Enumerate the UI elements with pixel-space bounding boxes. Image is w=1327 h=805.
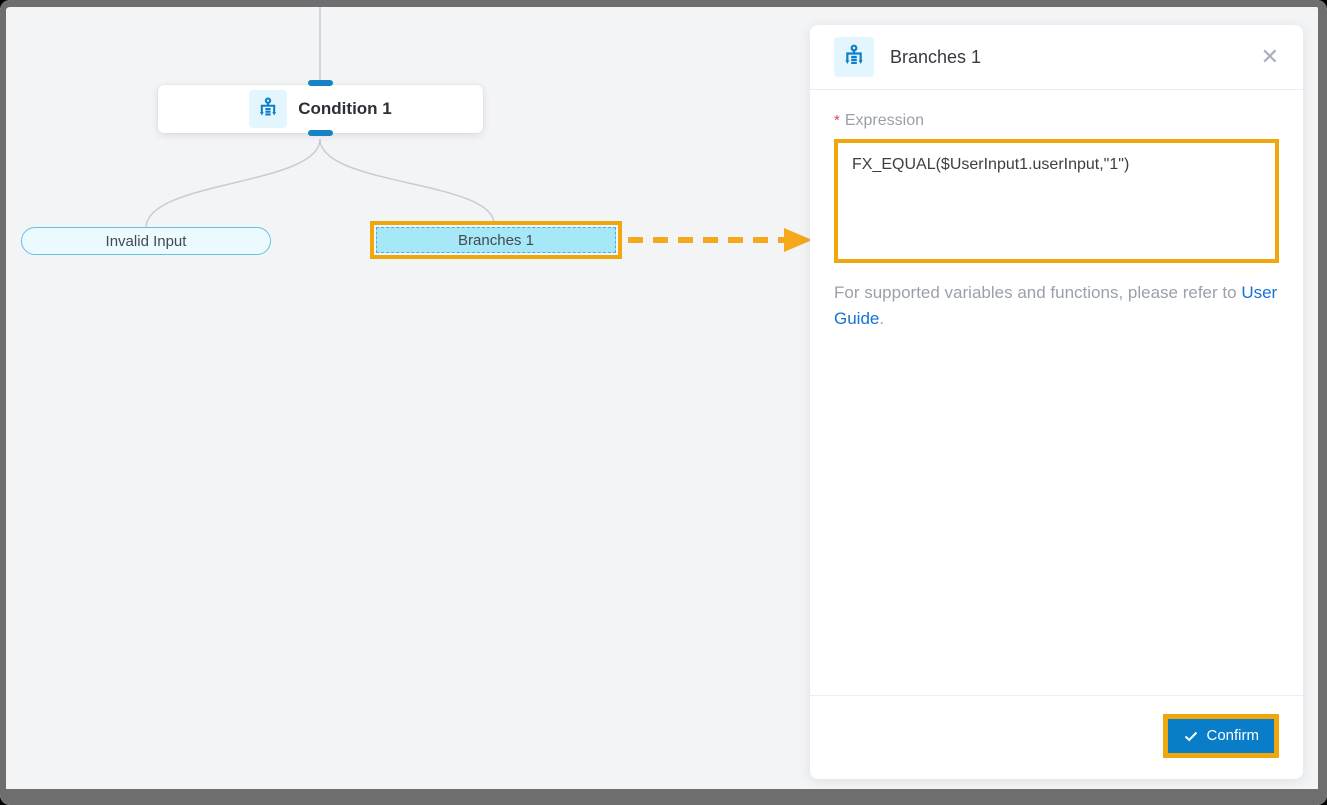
- confirm-highlight: Confirm: [1163, 714, 1279, 758]
- branch-node-invalid-input[interactable]: Invalid Input: [21, 227, 271, 255]
- branch-selected-label: Branches 1: [458, 231, 534, 249]
- expression-field-label: *Expression: [834, 112, 924, 129]
- condition-icon: [249, 90, 288, 128]
- confirm-button[interactable]: Confirm: [1168, 719, 1274, 753]
- condition-node[interactable]: Condition 1: [158, 85, 483, 133]
- branch-node-branches-1[interactable]: Branches 1: [376, 227, 616, 253]
- expression-help-text: For supported variables and functions, p…: [834, 283, 1278, 329]
- expression-highlight: FX_EQUAL($UserInput1.userInput,"1"): [834, 139, 1279, 263]
- panel-header: Branches 1 ✕: [810, 25, 1303, 90]
- branch-invalid-label: Invalid Input: [105, 232, 187, 250]
- panel-title: Branches 1: [890, 46, 982, 67]
- node-input-port[interactable]: [308, 80, 333, 86]
- annotation-arrow-icon: [628, 228, 812, 252]
- panel-footer: Confirm: [810, 695, 1303, 779]
- flow-connectors: [145, 7, 495, 229]
- close-icon[interactable]: ✕: [1260, 44, 1279, 69]
- branches-node-highlight: Branches 1: [370, 221, 622, 259]
- check-icon: [1185, 731, 1198, 742]
- condition-icon: [834, 37, 874, 77]
- expression-input[interactable]: FX_EQUAL($UserInput1.userInput,"1"): [838, 143, 1275, 259]
- confirm-button-label: Confirm: [1206, 727, 1259, 744]
- user-guide-link[interactable]: User Guide: [834, 283, 1278, 329]
- branch-settings-panel: Branches 1 ✕ *Expression FX_EQUAL($UserI…: [810, 25, 1303, 779]
- required-marker: *: [834, 112, 840, 129]
- condition-node-label: Condition 1: [298, 99, 392, 118]
- node-output-port[interactable]: [308, 130, 333, 136]
- panel-body: *Expression FX_EQUAL($UserInput1.userInp…: [810, 90, 1303, 333]
